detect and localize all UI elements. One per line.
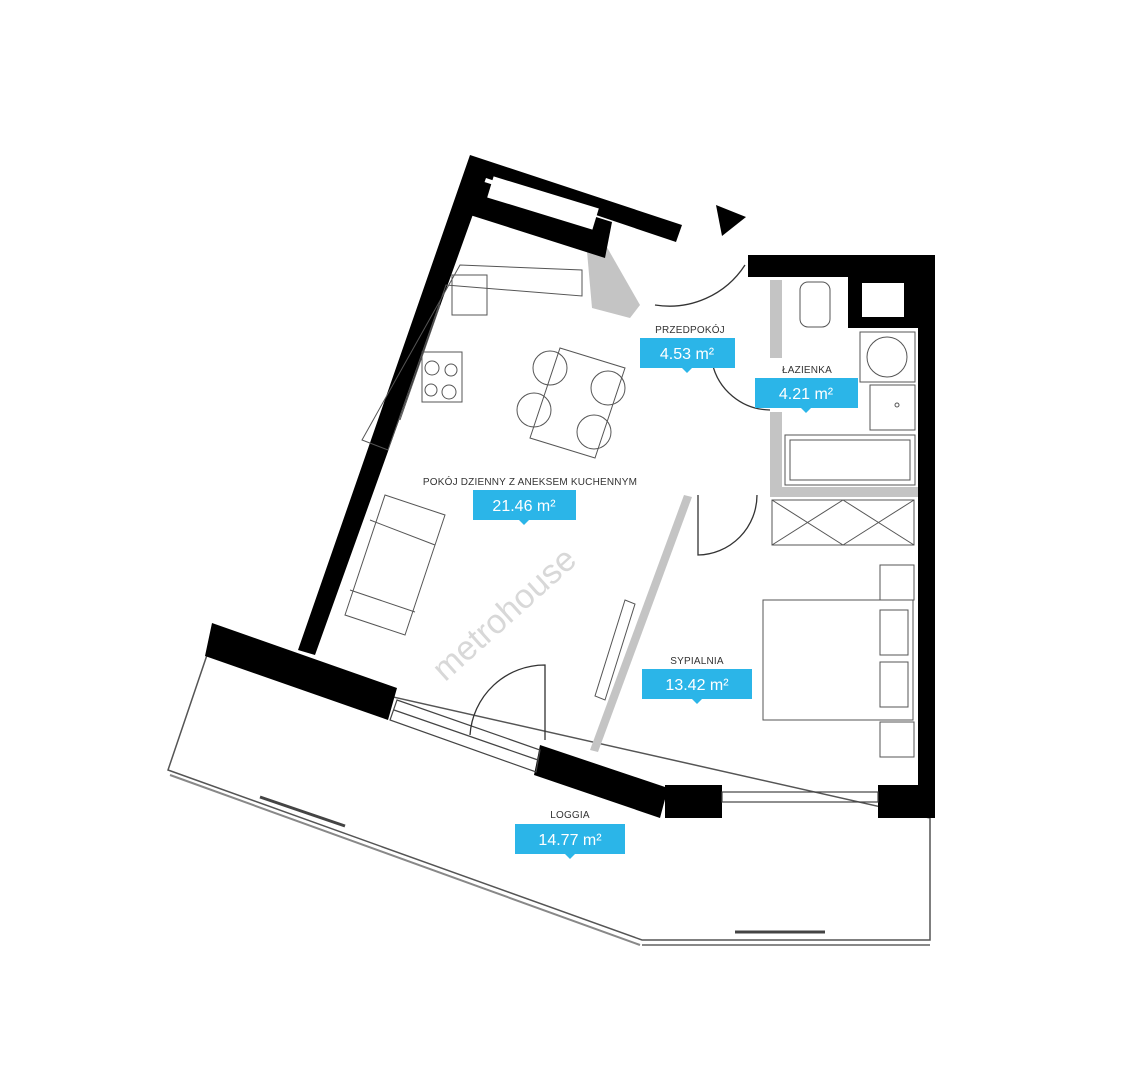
room-name: PRZEDPOKÓJ — [655, 323, 725, 336]
room-area: 4.21 m² — [779, 386, 834, 403]
shaft — [862, 283, 904, 317]
room-name: SYPIALNIA — [670, 656, 724, 667]
dining-table — [516, 347, 626, 459]
room-label-living: POKÓJ DZIENNY Z ANEKSEM KUCHENNYM 21.46 … — [423, 475, 637, 525]
sofa — [344, 494, 446, 636]
watermark: metrohouse — [425, 540, 584, 688]
interior-walls — [586, 235, 918, 752]
room-area: 14.77 m² — [538, 832, 602, 849]
room-label-loggia: LOGGIA 14.77 m² — [515, 810, 625, 859]
room-name: ŁAZIENKA — [782, 365, 832, 376]
loggia-outline — [167, 654, 931, 941]
windows — [389, 699, 879, 803]
room-label-lazienka: ŁAZIENKA 4.21 m² — [755, 365, 858, 413]
kitchen-counter — [361, 264, 583, 451]
room-area: 21.46 m² — [492, 498, 556, 515]
bathroom-fixtures — [784, 281, 916, 486]
loggia-railing — [169, 774, 641, 946]
room-name: POKÓJ DZIENNY Z ANEKSEM KUCHENNYM — [423, 475, 637, 488]
tv-cabinet — [594, 599, 636, 701]
room-area: 13.42 m² — [665, 677, 729, 694]
room-label-przedpokoj: PRZEDPOKÓJ 4.53 m² — [640, 323, 735, 373]
railing-segment — [259, 795, 346, 828]
wardrobe — [771, 499, 915, 546]
room-label-sypialnia: SYPIALNIA 13.42 m² — [642, 656, 752, 704]
bed — [762, 564, 915, 758]
storage — [487, 176, 599, 230]
room-area: 4.53 m² — [660, 346, 715, 363]
doors — [469, 264, 771, 740]
room-name: LOGGIA — [550, 810, 590, 821]
entrance-arrow-icon — [716, 205, 746, 236]
